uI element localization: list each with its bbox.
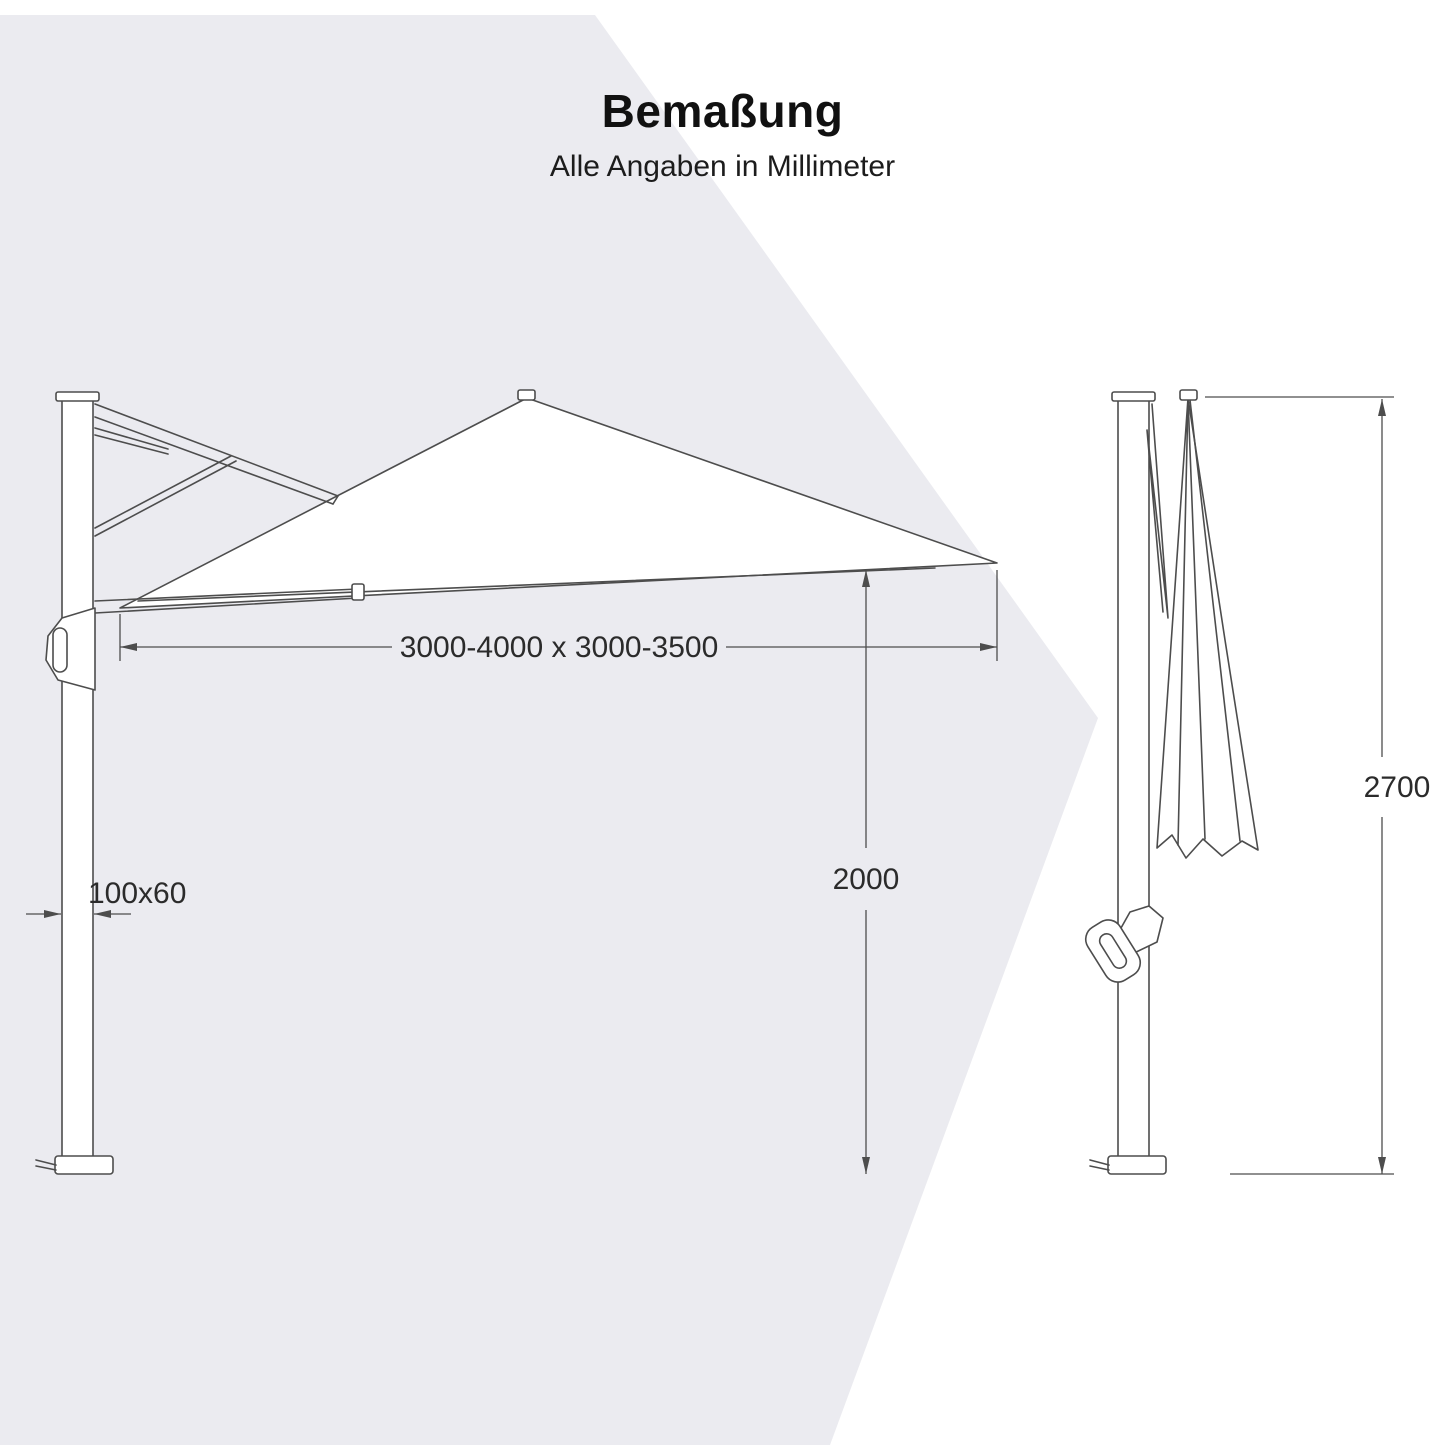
closed-base-plate <box>1089 1155 1167 1175</box>
lower-arm <box>94 583 365 614</box>
total-height-label: 2700 <box>1364 771 1431 804</box>
open-canopy <box>119 397 998 609</box>
dim-mast-profile: 100x60 <box>26 877 186 918</box>
cantilever-arm <box>94 403 339 505</box>
dim-canopy-width: 3000-4000 x 3000-3500 <box>119 570 998 664</box>
closed-mast <box>1117 398 1150 1159</box>
clearance-height-label: 2000 <box>833 863 900 896</box>
closed-mast-top-cap <box>1111 391 1156 402</box>
closed-canopy-cap <box>1179 389 1198 401</box>
folded-ribs <box>1146 403 1169 619</box>
mast <box>61 398 94 1159</box>
page-title: Bemaßung <box>601 85 844 137</box>
dim-total-height: 2700 <box>1205 396 1431 1175</box>
dim-clearance-height: 2000 <box>833 570 900 1174</box>
crank-handle <box>45 607 96 691</box>
folded-canopy-fabric <box>1156 397 1259 859</box>
canopy-peak-cap <box>517 389 536 401</box>
dimension-annotations: 3000-4000 x 3000-3500 2000 100x60 2700 <box>26 396 1431 1175</box>
arm-braces <box>94 427 237 537</box>
page-subtitle: Alle Angaben in Millimeter <box>549 150 896 183</box>
mast-profile-label: 100x60 <box>88 877 186 910</box>
closed-umbrella <box>1084 389 1259 1175</box>
canopy-dimension-label: 3000-4000 x 3000-3500 <box>400 631 719 664</box>
mast-top-cap <box>55 391 100 402</box>
closed-crank-handle <box>1084 905 1164 983</box>
open-umbrella <box>35 389 998 1175</box>
base-plate <box>35 1155 114 1175</box>
watermark-shape <box>0 15 1098 1445</box>
